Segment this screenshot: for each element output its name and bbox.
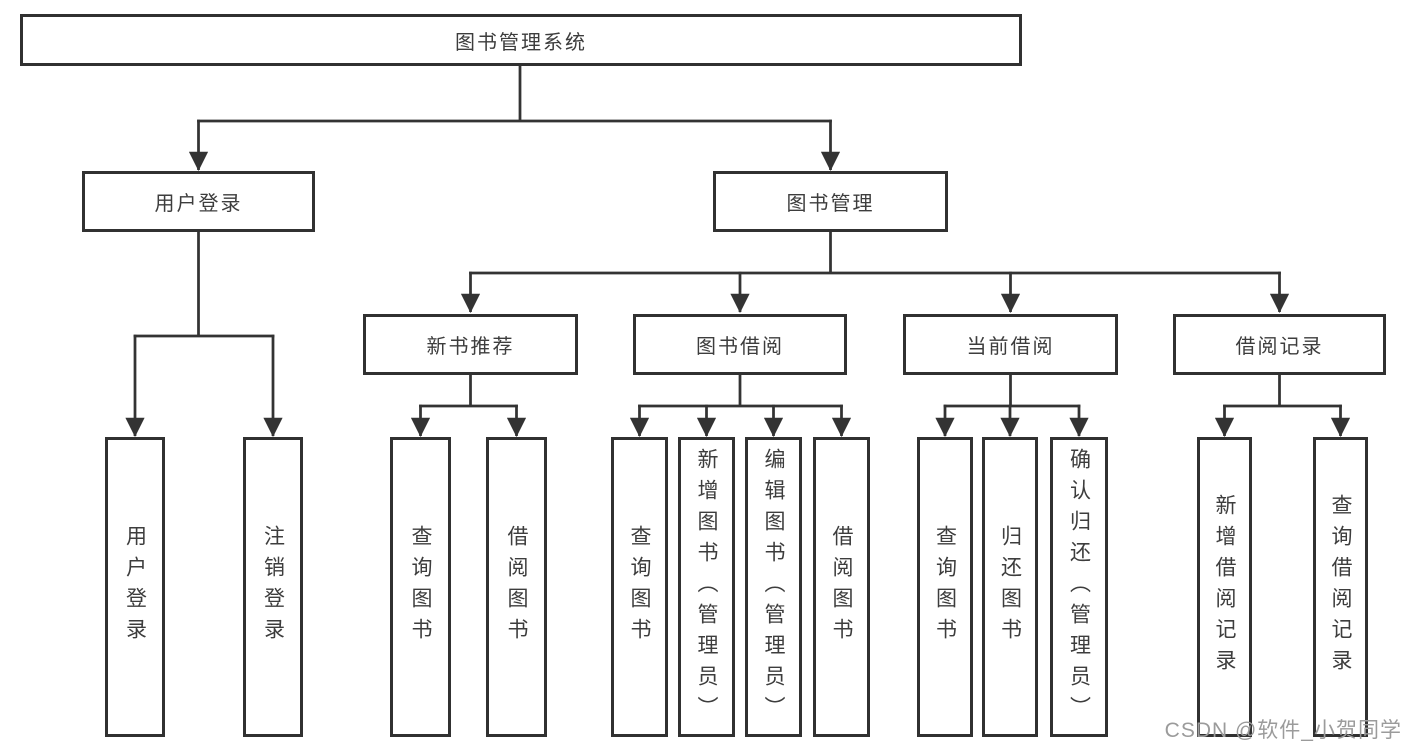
node-label: 用户登录 xyxy=(123,525,147,649)
node-leaf-query-books-1: 查询图书 xyxy=(390,437,451,737)
node-label: 当前借阅 xyxy=(966,336,1055,358)
connector-newbook-trunk xyxy=(419,372,518,408)
node-book-borrow: 图书借阅 xyxy=(633,314,847,375)
node-leaf-query-books-3: 查询图书 xyxy=(917,437,973,737)
node-leaf-edit-book-admin: 编辑图书（管理员） xyxy=(745,437,802,737)
node-current-borrow: 当前借阅 xyxy=(903,314,1118,375)
node-label: 新增借阅记录 xyxy=(1213,494,1236,680)
node-label: 图书管理 xyxy=(786,193,875,215)
connector-bookmgmt-trunk xyxy=(469,229,1281,275)
node-label: 用户登录 xyxy=(154,193,243,215)
node-label: 注销登录 xyxy=(261,525,285,649)
node-leaf-add-book-admin: 新增图书（管理员） xyxy=(678,437,735,737)
node-label: 新增图书（管理员） xyxy=(695,447,718,727)
node-leaf-borrow-books-1: 借阅图书 xyxy=(486,437,547,737)
node-borrow-records: 借阅记录 xyxy=(1173,314,1386,375)
node-leaf-confirm-return-admin: 确认归还（管理员） xyxy=(1050,437,1108,737)
node-leaf-borrow-books-2: 借阅图书 xyxy=(813,437,870,737)
node-root: 图书管理系统 xyxy=(20,14,1022,66)
node-label: 编辑图书（管理员） xyxy=(762,447,785,727)
node-label: 新书推荐 xyxy=(426,336,515,358)
node-label: 借阅记录 xyxy=(1235,336,1324,358)
node-label: 图书管理系统 xyxy=(455,31,587,54)
connector-root-trunk xyxy=(197,64,832,123)
node-new-book-recommend: 新书推荐 xyxy=(363,314,578,375)
connector-userlogin-trunk xyxy=(133,229,275,338)
node-label: 查询图书 xyxy=(628,525,651,649)
node-leaf-query-books-2: 查询图书 xyxy=(611,437,668,737)
watermark: CSDN @软件_小贺同学 xyxy=(1164,719,1402,742)
node-user-login: 用户登录 xyxy=(82,171,315,232)
node-label: 查询图书 xyxy=(933,525,957,649)
node-leaf-add-borrow-record: 新增借阅记录 xyxy=(1197,437,1252,737)
node-leaf-user-login: 用户登录 xyxy=(105,437,165,737)
node-label: 查询借阅记录 xyxy=(1329,494,1352,680)
node-label: 借阅图书 xyxy=(505,525,528,649)
connector-borrow-trunk xyxy=(638,372,843,408)
node-leaf-query-borrow-record: 查询借阅记录 xyxy=(1313,437,1368,737)
node-label: 归还图书 xyxy=(998,525,1022,649)
node-label: 借阅图书 xyxy=(830,525,853,649)
node-label: 查询图书 xyxy=(409,525,432,649)
node-label: 图书借阅 xyxy=(696,336,784,358)
node-label: 确认归还（管理员） xyxy=(1067,447,1091,727)
node-leaf-return-books: 归还图书 xyxy=(982,437,1038,737)
node-book-management: 图书管理 xyxy=(713,171,948,232)
connector-records-trunk xyxy=(1223,372,1342,408)
node-leaf-logout: 注销登录 xyxy=(243,437,303,737)
connector-current-trunk xyxy=(943,372,1081,408)
